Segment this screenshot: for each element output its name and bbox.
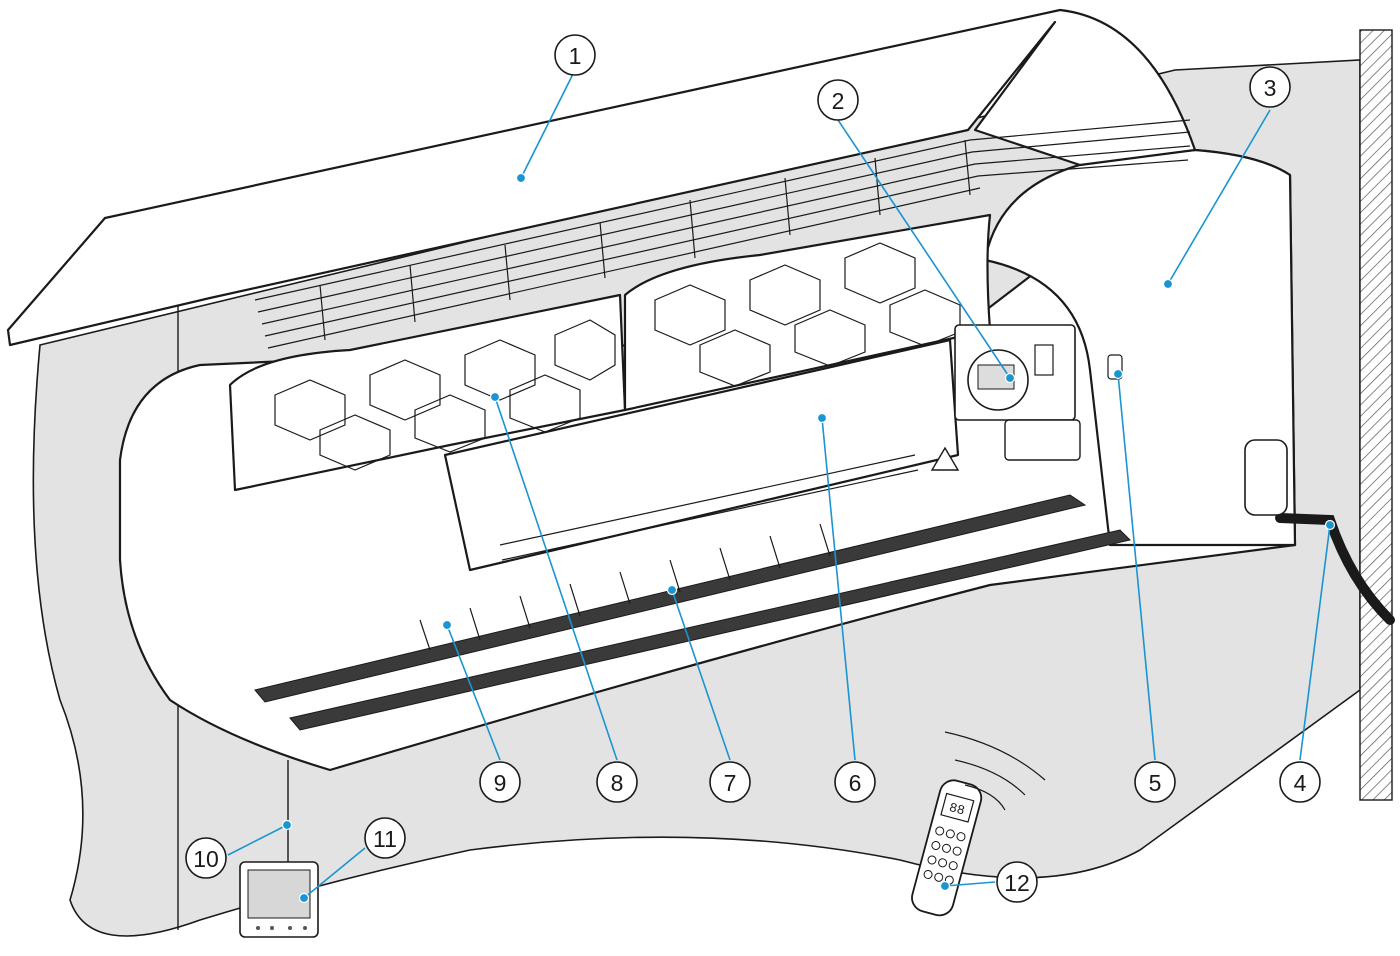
callout-7-label: 7 (724, 770, 737, 796)
pipe-outlet (1244, 439, 1288, 516)
callout-2: 2 (817, 79, 859, 121)
callout-8: 8 (596, 761, 638, 803)
terminal-block (1004, 419, 1081, 461)
horizontal-louver-lower (289, 529, 1131, 731)
callout-10: 10 (185, 837, 227, 879)
callout-6-label: 6 (849, 770, 862, 796)
callout-3: 3 (1249, 66, 1291, 108)
callout-10-label: 10 (193, 846, 219, 872)
callout-7: 7 (709, 761, 751, 803)
vertical-louvers (419, 523, 831, 651)
air-filter-right (623, 213, 992, 412)
signal-waves (944, 731, 1046, 811)
callout-9: 9 (479, 761, 521, 803)
callout-12-label: 12 (1004, 870, 1030, 896)
callout-9-label: 9 (494, 770, 507, 796)
callout-12: 12 (996, 861, 1038, 903)
callout-3-label: 3 (1264, 75, 1277, 101)
callout-2-label: 2 (832, 88, 845, 114)
remote-display-text: 88 (947, 800, 966, 819)
callout-1: 1 (554, 34, 596, 76)
electrical-cover (443, 338, 960, 572)
callout-8-label: 8 (611, 770, 624, 796)
callout-6: 6 (834, 761, 876, 803)
leader-lines (227, 69, 1331, 899)
warning-icon (930, 446, 960, 471)
callout-4: 4 (1279, 761, 1321, 803)
callout-1-label: 1 (569, 43, 582, 69)
wired-controller (239, 861, 319, 938)
callout-4-label: 4 (1294, 770, 1307, 796)
front-panel-open (6, 8, 1197, 347)
leader-dots (281, 172, 1336, 904)
callout-11-label: 11 (373, 826, 397, 852)
horizontal-louver-upper (254, 494, 1087, 703)
side-wall-hatch (1359, 29, 1393, 801)
callout-11: 11 (364, 817, 406, 859)
callout-5-label: 5 (1149, 770, 1162, 796)
callout-5: 5 (1134, 761, 1176, 803)
intake-grille (254, 119, 1191, 349)
remote-controller: 88 (911, 779, 983, 917)
